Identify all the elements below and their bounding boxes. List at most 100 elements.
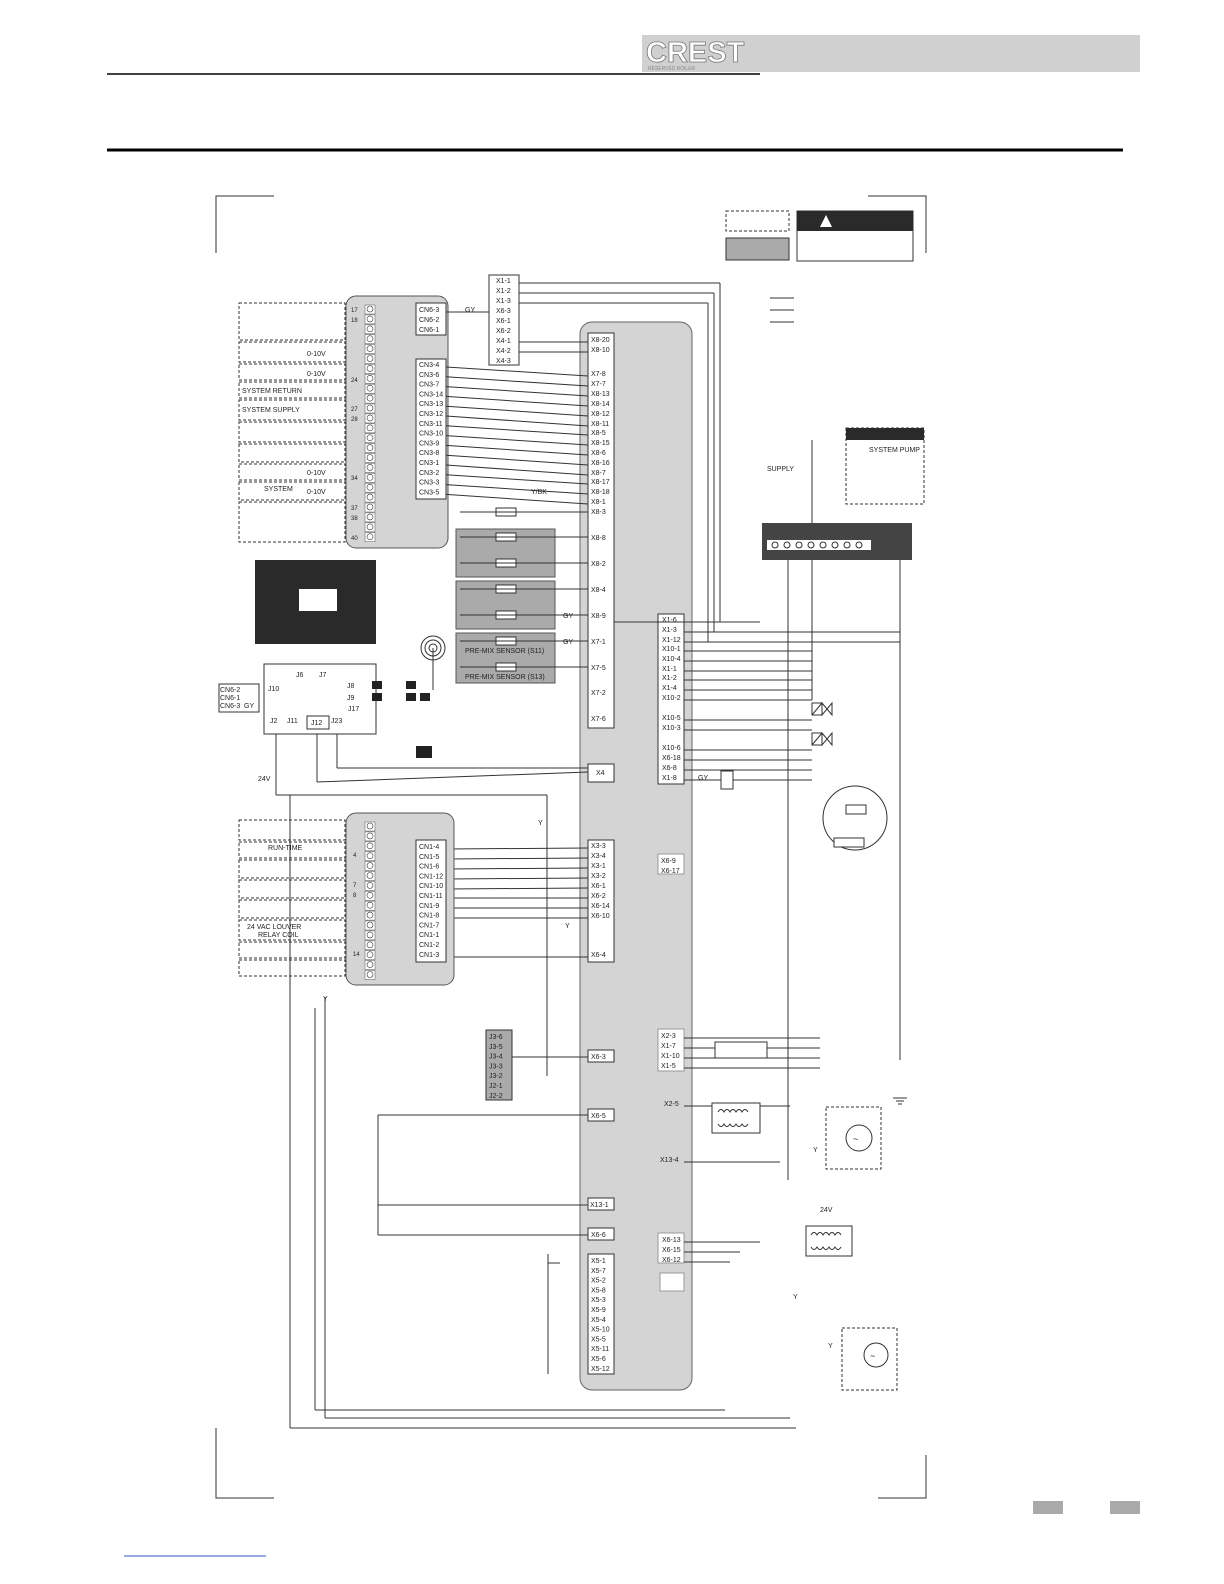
gy-label-3: GY xyxy=(563,639,573,646)
blower-motor-icon xyxy=(822,785,888,851)
lower-term-num-3: 14 xyxy=(353,952,360,958)
cn3-label-3: CN3-14 xyxy=(419,391,443,398)
svg-text:J2: J2 xyxy=(270,718,278,725)
main-x4-label: X4 xyxy=(596,770,605,777)
cn3-connector xyxy=(415,358,447,500)
y-label-6: Y xyxy=(828,1343,833,1350)
x1top-label-0: X1-1 xyxy=(496,278,511,285)
mainlt-label-13: X8-17 xyxy=(591,479,610,486)
mainx5-label-0: X5-1 xyxy=(591,1258,606,1265)
mainlt-label-5: X8-14 xyxy=(591,401,610,408)
footer-page-tab-right xyxy=(1110,1501,1140,1514)
main-x69-connector xyxy=(657,853,685,875)
cn6-label-0: CN6-3 xyxy=(419,307,439,314)
cn3-label-1: CN3-6 xyxy=(419,372,439,379)
ignition-module xyxy=(714,1041,768,1059)
mainx3-label-7: X6-10 xyxy=(591,913,610,920)
mainx5-label-5: X5-9 xyxy=(591,1307,606,1314)
power-screw-6 xyxy=(843,541,851,549)
x613-label-1: X6-15 xyxy=(662,1247,681,1254)
main-x4-connector xyxy=(587,763,615,783)
svg-text:~: ~ xyxy=(870,1351,875,1361)
cn3-label-12: CN3-3 xyxy=(419,480,439,487)
mainx5-label-8: X5-5 xyxy=(591,1336,606,1343)
ign-label-2: X1-10 xyxy=(661,1053,680,1060)
main-x65-label: X6-5 xyxy=(591,1113,606,1120)
transformer-1 xyxy=(711,1102,761,1134)
gy-label-5: GY xyxy=(244,703,254,710)
mainx3-label-4: X6-1 xyxy=(591,883,606,890)
x1top-label-7: X4-2 xyxy=(496,348,511,355)
j17-plug xyxy=(416,746,432,758)
upper-term-num-0: 17 xyxy=(351,308,358,314)
mainx3-label-1: X3-4 xyxy=(591,853,606,860)
mainlt-label-20: X8-9 xyxy=(591,613,606,620)
cn6-label-1: CN6-2 xyxy=(419,317,439,324)
upper-field-label-c: SYSTEM RETURN xyxy=(242,388,302,395)
mainrt-label-3: X10-1 xyxy=(662,646,681,653)
upper-term-num-2: 24 xyxy=(351,378,358,384)
system-pump-header xyxy=(846,428,924,440)
svg-text:J7: J7 xyxy=(319,672,327,679)
j3-label-6: J2-2 xyxy=(489,1093,503,1100)
j8-plug-b xyxy=(406,681,416,689)
mainx5-label-4: X5-3 xyxy=(591,1297,606,1304)
cn6left-label-2: CN6-3 xyxy=(220,703,240,710)
j3-label-2: J3-4 xyxy=(489,1054,503,1061)
ground-icon xyxy=(893,1097,907,1105)
mainlt-label-24: X7-6 xyxy=(591,716,606,723)
cn1-label-8: CN1-7 xyxy=(419,922,439,929)
pump-motor-2: ~ xyxy=(841,1327,898,1391)
x25-label: X2-5 xyxy=(664,1101,679,1108)
j8-plug-a xyxy=(372,681,382,689)
mainrt-label-6: X1-2 xyxy=(662,675,677,682)
cn3-label-13: CN3-5 xyxy=(419,489,439,496)
power-screw-0 xyxy=(771,541,779,549)
mainx3-label-6: X6-14 xyxy=(591,903,610,910)
flame-sensor-icon xyxy=(720,770,734,790)
j3-label-4: J3-2 xyxy=(489,1073,503,1080)
louver-label: 24 VAC LOUVER xyxy=(247,924,301,931)
cn1-label-9: CN1-1 xyxy=(419,932,439,939)
crest-logo: CREST xyxy=(646,37,745,69)
cn1-label-4: CN1-10 xyxy=(419,883,443,890)
main-ign-connector xyxy=(657,1028,685,1072)
mainrt-label-14: X1-8 xyxy=(662,775,677,782)
mainlt-label-3: X7-7 xyxy=(591,381,606,388)
mainrt-label-2: X1-12 xyxy=(662,637,681,644)
mainx5-label-10: X5-6 xyxy=(591,1356,606,1363)
transformer-2 xyxy=(805,1225,853,1257)
sensor-s13-label: PRE-MIX SENSOR (S13) xyxy=(465,674,545,681)
x613-label-0: X6-13 xyxy=(662,1237,681,1244)
display-window xyxy=(299,589,337,611)
mainlt-label-21: X7-1 xyxy=(591,639,606,646)
x1top-label-2: X1-3 xyxy=(496,298,511,305)
x69-label-1: X6-17 xyxy=(661,868,680,875)
mainlt-label-6: X8-12 xyxy=(591,411,610,418)
warning-header xyxy=(797,211,913,231)
antenna-icon xyxy=(420,635,446,690)
upper-field-label-b: 0-10V xyxy=(307,371,326,378)
x134-label: X13-4 xyxy=(660,1157,679,1164)
cn3-label-9: CN3-8 xyxy=(419,450,439,457)
mainlt-label-18: X8-2 xyxy=(591,561,606,568)
mainx3-label-3: X3-2 xyxy=(591,873,606,880)
cn6left-label-0: CN6-2 xyxy=(220,687,240,694)
mainx5-label-1: X5-7 xyxy=(591,1268,606,1275)
upper-term-num-8: 40 xyxy=(351,536,358,542)
svg-text:J6: J6 xyxy=(296,672,304,679)
cn1-label-5: CN1-11 xyxy=(419,893,443,900)
j3-label-1: J3-5 xyxy=(489,1044,503,1051)
mainlt-label-23: X7-2 xyxy=(591,690,606,697)
cn6left-label-1: CN6-1 xyxy=(220,695,240,702)
svg-text:~: ~ xyxy=(853,1134,858,1144)
main-x5-connector xyxy=(587,1253,615,1375)
main-x63-connector xyxy=(587,1049,615,1063)
main-x131-label: X13-1 xyxy=(590,1202,609,1209)
cn3-label-0: CN3-4 xyxy=(419,362,439,369)
x1top-label-3: X6-3 xyxy=(496,308,511,315)
svg-text:J10: J10 xyxy=(268,686,279,693)
svg-text:J23: J23 xyxy=(331,718,342,725)
mainlt-label-8: X8-5 xyxy=(591,430,606,437)
legend-field-wiring xyxy=(725,210,790,232)
